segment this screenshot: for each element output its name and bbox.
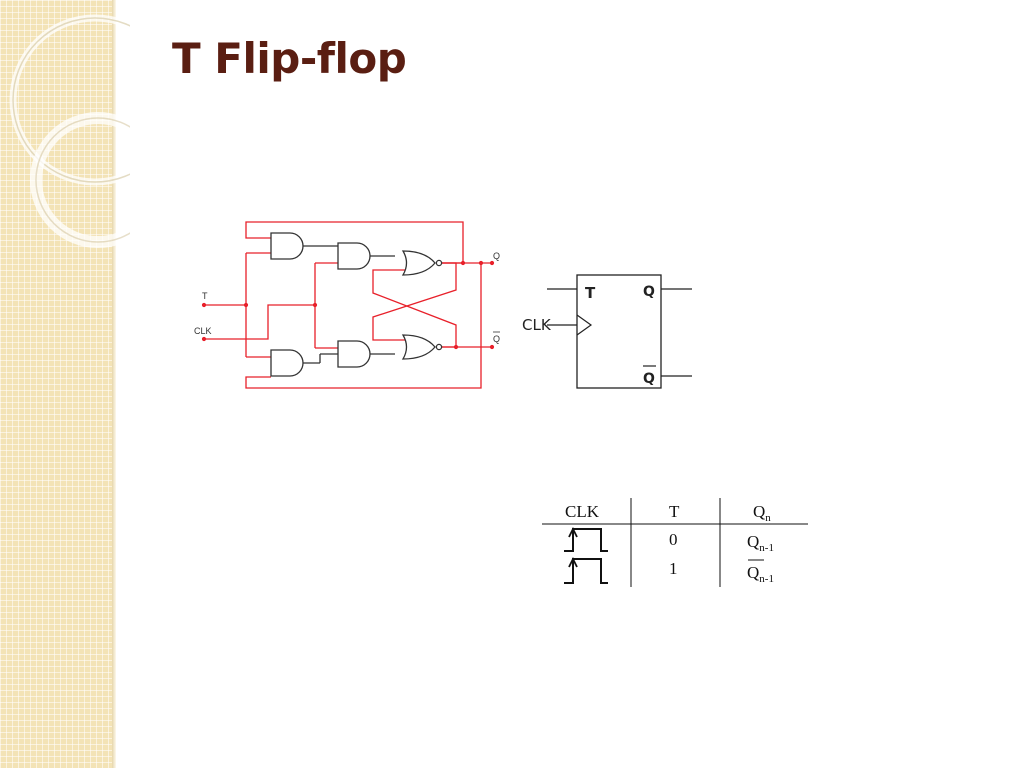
clk-pulse-icon [564, 556, 608, 584]
junction-q2 [478, 260, 484, 266]
and-gate-3 [270, 349, 304, 377]
and-gate-2 [337, 242, 371, 270]
junction-q [460, 260, 466, 266]
junction-clk [201, 336, 207, 342]
row1-q: Qn-1 [747, 532, 774, 554]
label-q: Q [493, 251, 500, 261]
deco-ring-large [9, 14, 130, 186]
block-label-qbar: Q [643, 371, 655, 387]
block-label-t: T [585, 284, 596, 302]
circuit-wires [204, 221, 492, 389]
table-row: 1 Qn-1 [564, 556, 774, 585]
row2-q: Qn-1 [747, 563, 774, 585]
truth-table: CLK T Qn 0 Qn-1 1 Qn-1 [542, 498, 808, 587]
junction-t [201, 302, 207, 308]
nor-gate-1 [401, 250, 436, 276]
row1-t: 0 [669, 530, 678, 549]
clk-pulse-icon [564, 526, 608, 552]
circuit-labels: T CLK Q Q [194, 251, 500, 344]
deco-ring-small [30, 112, 130, 248]
logic-gates [270, 232, 443, 377]
block-label-q: Q [643, 284, 655, 300]
header-clk: CLK [565, 502, 600, 521]
feedback-wire-bottom [245, 263, 482, 389]
table-lines [542, 498, 808, 587]
clk-triangle-icon [576, 314, 593, 336]
label-qbar: Q [493, 334, 500, 344]
and-gate-4 [337, 340, 371, 368]
slide-title: T Flip-flop [172, 34, 407, 83]
junction-q-out [489, 260, 495, 266]
circuit-diagram: T CLK Q Q [194, 221, 500, 389]
flipflop-block-symbol: T CLK Q Q [522, 274, 692, 389]
block-body [576, 274, 662, 389]
block-label-clk: CLK [522, 316, 552, 334]
label-t: T [202, 291, 208, 301]
label-clk: CLK [194, 326, 212, 336]
header-t: T [669, 502, 680, 521]
deco-ring-small-outline [35, 117, 130, 243]
table-row: 0 Qn-1 [564, 526, 774, 554]
junction-clk-split [312, 302, 318, 308]
header-q: Qn [753, 502, 771, 524]
nor-gate-2-bubble [435, 343, 443, 351]
wire-junctions [201, 260, 495, 350]
deco-ring-large-outline [12, 17, 130, 183]
and-gate-1 [270, 232, 304, 260]
nor-gate-2 [401, 334, 436, 360]
decorative-rings [9, 14, 130, 248]
junction-qbar-out [489, 344, 495, 350]
nor-gate-1-bubble [435, 259, 443, 267]
sidebar-edge [112, 0, 116, 768]
wire-clk [204, 304, 315, 340]
junction-t-split [243, 302, 249, 308]
table-header: CLK T Qn [565, 502, 771, 524]
junction-qbar [453, 344, 459, 350]
row2-t: 1 [669, 559, 678, 578]
